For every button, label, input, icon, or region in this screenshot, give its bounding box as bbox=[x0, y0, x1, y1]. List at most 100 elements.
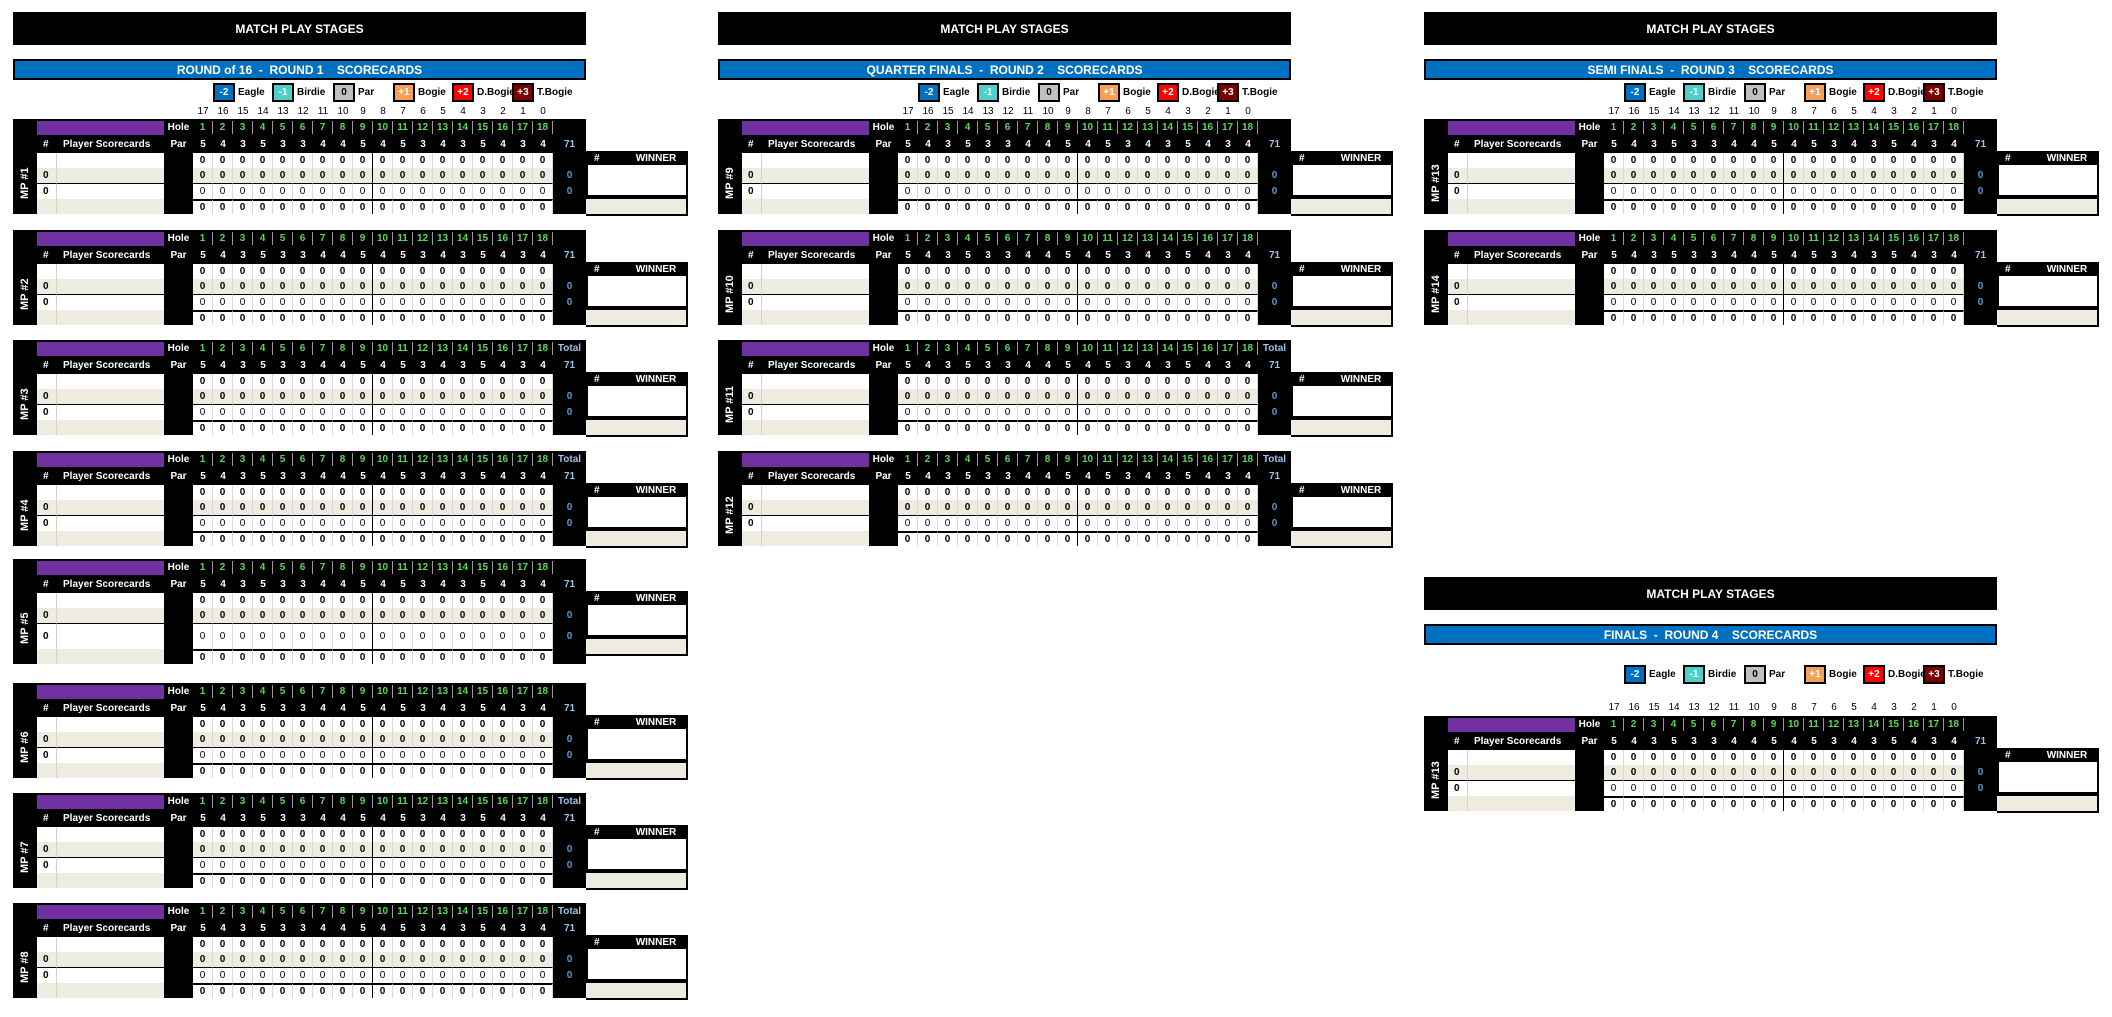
score-cell[interactable]: 0 bbox=[978, 374, 998, 389]
score-cell[interactable]: 0 bbox=[898, 199, 918, 214]
score-cell[interactable]: 0 bbox=[453, 404, 473, 420]
score-cell[interactable]: 0 bbox=[1864, 264, 1884, 279]
score-cell[interactable]: 0 bbox=[1724, 750, 1744, 765]
score-cell[interactable]: 0 bbox=[333, 168, 353, 183]
score-cell[interactable]: 0 bbox=[1218, 279, 1238, 294]
winner-footer-cell[interactable] bbox=[586, 308, 688, 327]
score-cell[interactable]: 0 bbox=[978, 183, 998, 199]
score-cell[interactable]: 0 bbox=[938, 515, 958, 531]
score-cell[interactable]: 0 bbox=[1824, 183, 1844, 199]
player-name-input[interactable] bbox=[57, 827, 164, 842]
score-cell[interactable]: 0 bbox=[413, 623, 433, 649]
score-cell[interactable]: 0 bbox=[1844, 279, 1864, 294]
score-cell[interactable]: 0 bbox=[413, 168, 433, 183]
score-cell[interactable]: 0 bbox=[1804, 168, 1824, 183]
score-cell[interactable]: 0 bbox=[193, 404, 213, 420]
score-cell[interactable]: 0 bbox=[393, 952, 413, 967]
score-cell[interactable]: 0 bbox=[373, 500, 393, 515]
score-cell[interactable]: 0 bbox=[493, 608, 513, 623]
score-cell[interactable]: 0 bbox=[473, 649, 493, 664]
score-cell[interactable]: 0 bbox=[998, 515, 1018, 531]
score-cell[interactable]: 0 bbox=[513, 857, 533, 873]
score-cell[interactable]: 0 bbox=[1238, 264, 1258, 279]
score-cell[interactable]: 0 bbox=[1904, 796, 1924, 811]
score-cell[interactable]: 0 bbox=[1944, 294, 1964, 310]
score-cell[interactable]: 0 bbox=[1844, 780, 1864, 796]
score-cell[interactable]: 0 bbox=[333, 264, 353, 279]
score-cell[interactable]: 0 bbox=[253, 420, 273, 435]
score-cell[interactable]: 0 bbox=[253, 623, 273, 649]
score-cell[interactable]: 0 bbox=[1764, 750, 1784, 765]
score-cell[interactable]: 0 bbox=[453, 199, 473, 214]
player-number-cell[interactable] bbox=[742, 199, 762, 214]
score-cell[interactable]: 0 bbox=[193, 952, 213, 967]
player-name-input[interactable] bbox=[57, 515, 164, 531]
player-number-cell[interactable] bbox=[37, 310, 57, 325]
score-cell[interactable]: 0 bbox=[213, 983, 233, 998]
score-cell[interactable]: 0 bbox=[1864, 765, 1884, 780]
score-cell[interactable]: 0 bbox=[453, 374, 473, 389]
score-cell[interactable]: 0 bbox=[493, 873, 513, 888]
player-name-input[interactable] bbox=[57, 717, 164, 732]
score-cell[interactable]: 0 bbox=[1684, 183, 1704, 199]
score-cell[interactable]: 0 bbox=[918, 404, 938, 420]
score-cell[interactable]: 0 bbox=[353, 827, 373, 842]
score-cell[interactable]: 0 bbox=[918, 515, 938, 531]
score-cell[interactable]: 0 bbox=[1078, 168, 1098, 183]
score-cell[interactable]: 0 bbox=[213, 264, 233, 279]
score-cell[interactable]: 0 bbox=[293, 374, 313, 389]
score-cell[interactable]: 0 bbox=[1198, 294, 1218, 310]
player-number-cell[interactable]: 0 bbox=[1448, 780, 1468, 796]
score-cell[interactable]: 0 bbox=[353, 310, 373, 325]
score-cell[interactable]: 0 bbox=[898, 264, 918, 279]
score-cell[interactable]: 0 bbox=[1218, 420, 1238, 435]
score-cell[interactable]: 0 bbox=[273, 593, 293, 608]
score-cell[interactable]: 0 bbox=[1138, 500, 1158, 515]
player-name-input[interactable] bbox=[57, 952, 164, 967]
score-cell[interactable]: 0 bbox=[1018, 374, 1038, 389]
score-cell[interactable]: 0 bbox=[213, 389, 233, 404]
score-cell[interactable]: 0 bbox=[1238, 310, 1258, 325]
score-cell[interactable]: 0 bbox=[1824, 264, 1844, 279]
score-cell[interactable]: 0 bbox=[958, 404, 978, 420]
score-cell[interactable]: 0 bbox=[233, 485, 253, 500]
score-cell[interactable]: 0 bbox=[1198, 153, 1218, 168]
score-cell[interactable]: 0 bbox=[453, 732, 473, 747]
score-cell[interactable]: 0 bbox=[513, 842, 533, 857]
score-cell[interactable]: 0 bbox=[1824, 750, 1844, 765]
score-cell[interactable]: 0 bbox=[938, 294, 958, 310]
score-cell[interactable]: 0 bbox=[1038, 374, 1058, 389]
score-cell[interactable]: 0 bbox=[938, 485, 958, 500]
score-cell[interactable]: 0 bbox=[1904, 310, 1924, 325]
score-cell[interactable]: 0 bbox=[1078, 264, 1098, 279]
score-cell[interactable]: 0 bbox=[898, 485, 918, 500]
score-cell[interactable]: 0 bbox=[433, 153, 453, 168]
score-cell[interactable]: 0 bbox=[1118, 183, 1138, 199]
score-cell[interactable]: 0 bbox=[413, 747, 433, 763]
score-cell[interactable]: 0 bbox=[233, 717, 253, 732]
score-cell[interactable]: 0 bbox=[1038, 183, 1058, 199]
score-cell[interactable]: 0 bbox=[373, 294, 393, 310]
score-cell[interactable]: 0 bbox=[1018, 153, 1038, 168]
score-cell[interactable]: 0 bbox=[1078, 500, 1098, 515]
score-cell[interactable]: 0 bbox=[998, 485, 1018, 500]
score-cell[interactable]: 0 bbox=[918, 310, 938, 325]
score-cell[interactable]: 0 bbox=[1684, 750, 1704, 765]
score-cell[interactable]: 0 bbox=[1804, 153, 1824, 168]
score-cell[interactable]: 0 bbox=[313, 500, 333, 515]
player-number-cell[interactable]: 0 bbox=[1448, 183, 1468, 199]
score-cell[interactable]: 0 bbox=[293, 183, 313, 199]
score-cell[interactable]: 0 bbox=[898, 389, 918, 404]
player-number-cell[interactable] bbox=[1448, 153, 1468, 168]
score-cell[interactable]: 0 bbox=[393, 500, 413, 515]
score-cell[interactable]: 0 bbox=[533, 623, 553, 649]
score-cell[interactable]: 0 bbox=[213, 717, 233, 732]
score-cell[interactable]: 0 bbox=[513, 279, 533, 294]
score-cell[interactable]: 0 bbox=[393, 649, 413, 664]
score-cell[interactable]: 0 bbox=[1804, 310, 1824, 325]
score-cell[interactable]: 0 bbox=[918, 264, 938, 279]
score-cell[interactable]: 0 bbox=[313, 279, 333, 294]
score-cell[interactable]: 0 bbox=[453, 264, 473, 279]
winner-name-field[interactable] bbox=[586, 276, 688, 308]
score-cell[interactable]: 0 bbox=[333, 857, 353, 873]
